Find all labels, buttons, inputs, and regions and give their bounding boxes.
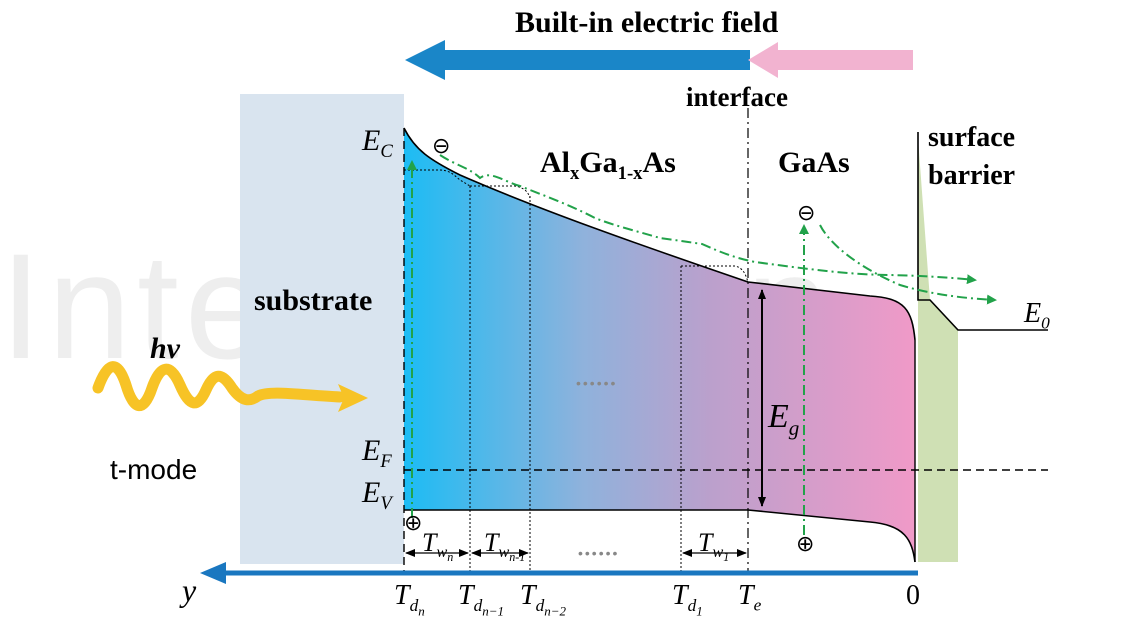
surface-barrier-line [917, 132, 1048, 331]
te-label: Te [738, 580, 762, 615]
valence-band-line [404, 509, 916, 563]
eg-label: Eg [768, 398, 800, 440]
td1-label: Td1 [672, 580, 703, 619]
field-arrow-pink [748, 42, 913, 78]
light-wave [92, 361, 346, 412]
surface-label: surface [928, 122, 1016, 153]
surface-barrier-region [918, 138, 958, 562]
hole-symbol-left: ⊕ [404, 510, 423, 535]
field-arrow-blue [405, 40, 750, 80]
substrate-region [240, 94, 404, 564]
ec-label: EC [362, 124, 393, 162]
substrate-label: substrate [254, 284, 373, 317]
ev-label: EV [362, 476, 392, 514]
hv-label: hv [150, 332, 180, 365]
tdn-label: Tdn [394, 580, 425, 619]
algaas-as: As [642, 146, 676, 179]
tdn1-label: Tdn−1 [458, 580, 505, 619]
algaas-al: Al [540, 146, 570, 179]
e0-label: E0 [1024, 298, 1050, 333]
light-wave-arrowhead [338, 384, 368, 412]
algaas-ga: Ga [579, 146, 618, 179]
conduction-band-line [403, 127, 916, 341]
middle-dots: •••••• [576, 375, 618, 391]
electron-symbol-left: ⊖ [432, 133, 451, 158]
band-gradient-region [404, 128, 915, 562]
step-outline-1 [404, 169, 471, 187]
tdn2-label: Tdn−2 [520, 580, 567, 619]
tw1-label: Tw1 [698, 528, 730, 565]
gaas-label: GaAs [778, 146, 850, 179]
ef-label: EF [362, 434, 392, 472]
algaas-1-x: 1-x [617, 163, 643, 184]
twn1-label: Twn-1 [484, 528, 526, 565]
tmode-label: t-mode [110, 454, 198, 485]
twn-label: Twn [422, 528, 454, 565]
step-outline-3 [681, 265, 749, 283]
algaas-label: AlxGa1-xAs [540, 148, 676, 184]
step-outline-2 [470, 185, 531, 199]
y-axis-arrow [200, 562, 918, 584]
electron-symbol-right: ⊖ [797, 200, 816, 225]
field-title: Built-in electric field [515, 6, 779, 39]
bottom-dots: •••••• [578, 545, 620, 561]
electron-transport-path [439, 154, 977, 285]
origin-label: 0 [906, 580, 920, 611]
y-axis-label: y [182, 572, 197, 608]
electron-transport-path-2 [819, 224, 997, 305]
algaas-x: x [570, 163, 580, 184]
barrier-label: barrier [928, 160, 1016, 191]
interface-label: interface [686, 82, 788, 112]
hole-symbol-right: ⊕ [796, 531, 815, 556]
